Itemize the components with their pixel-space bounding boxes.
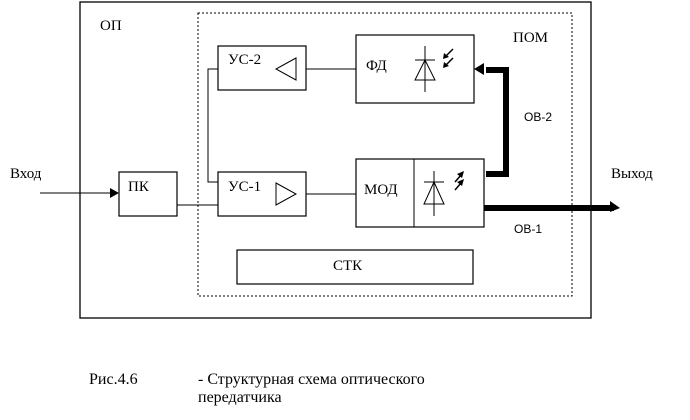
caption-line-1: - Структурная схема оптического	[198, 371, 425, 388]
input-arrowhead	[110, 188, 119, 198]
block-us2-label: УС-2	[228, 52, 261, 68]
input-label: Вход	[10, 166, 42, 182]
outer-block-op	[79, 1, 592, 319]
block-pk-label: ПК	[128, 179, 150, 195]
output-label: Выход	[611, 166, 653, 182]
figure-caption: Рис.4.6	[89, 371, 138, 389]
block-us1-label: УС-1	[228, 179, 261, 195]
inner-block-label: ПОМ	[513, 30, 548, 46]
outer-block-label: ОП	[100, 18, 122, 34]
photodiode-icon	[414, 46, 454, 92]
block-us1	[217, 171, 307, 217]
fiber-ov2	[486, 67, 509, 177]
block-stk	[236, 249, 474, 285]
block-fd-label: ФД	[366, 58, 387, 74]
block-mod-label: МОД	[364, 182, 398, 198]
block-us2	[217, 45, 307, 91]
caption-line-2: передатчика	[198, 389, 282, 406]
led-icon	[423, 171, 464, 216]
connector-us2-us1	[207, 68, 218, 183]
amplifier-triangle-icon	[274, 57, 297, 81]
amplifier-triangle-icon	[275, 182, 298, 206]
figure-number: Рис.4.6	[89, 371, 138, 388]
block-mod	[355, 158, 485, 228]
block-pk	[118, 171, 178, 217]
fiber-ov2-arrowhead	[474, 63, 484, 75]
fiber-ov2-label: ОВ-2	[524, 110, 552, 124]
figure-caption-text: - Структурная схема оптического передатч…	[198, 371, 425, 407]
fiber-ov1-label: ОВ-1	[514, 222, 542, 236]
inner-block-pom	[197, 12, 573, 297]
block-stk-label: СТК	[333, 258, 363, 274]
output-arrowhead	[610, 201, 620, 212]
